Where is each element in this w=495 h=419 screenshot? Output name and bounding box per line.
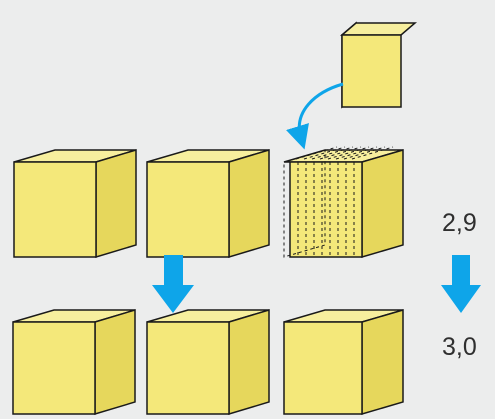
cube-bottom-row-2 [146,308,270,416]
cube-bottom-row-3 [283,308,404,416]
down-arrow-icon [441,255,481,313]
down-arrow-icon [152,255,194,313]
cube-bottom-row-1 [12,308,136,416]
cube-top-row-2 [146,148,270,259]
cube-top-row-1 [13,148,137,259]
curved-arrow-icon [286,82,344,150]
value-label-after: 3,0 [442,333,477,361]
slice-piece [339,21,418,109]
value-label-before: 2,9 [442,209,477,237]
partial-cube [283,146,404,259]
